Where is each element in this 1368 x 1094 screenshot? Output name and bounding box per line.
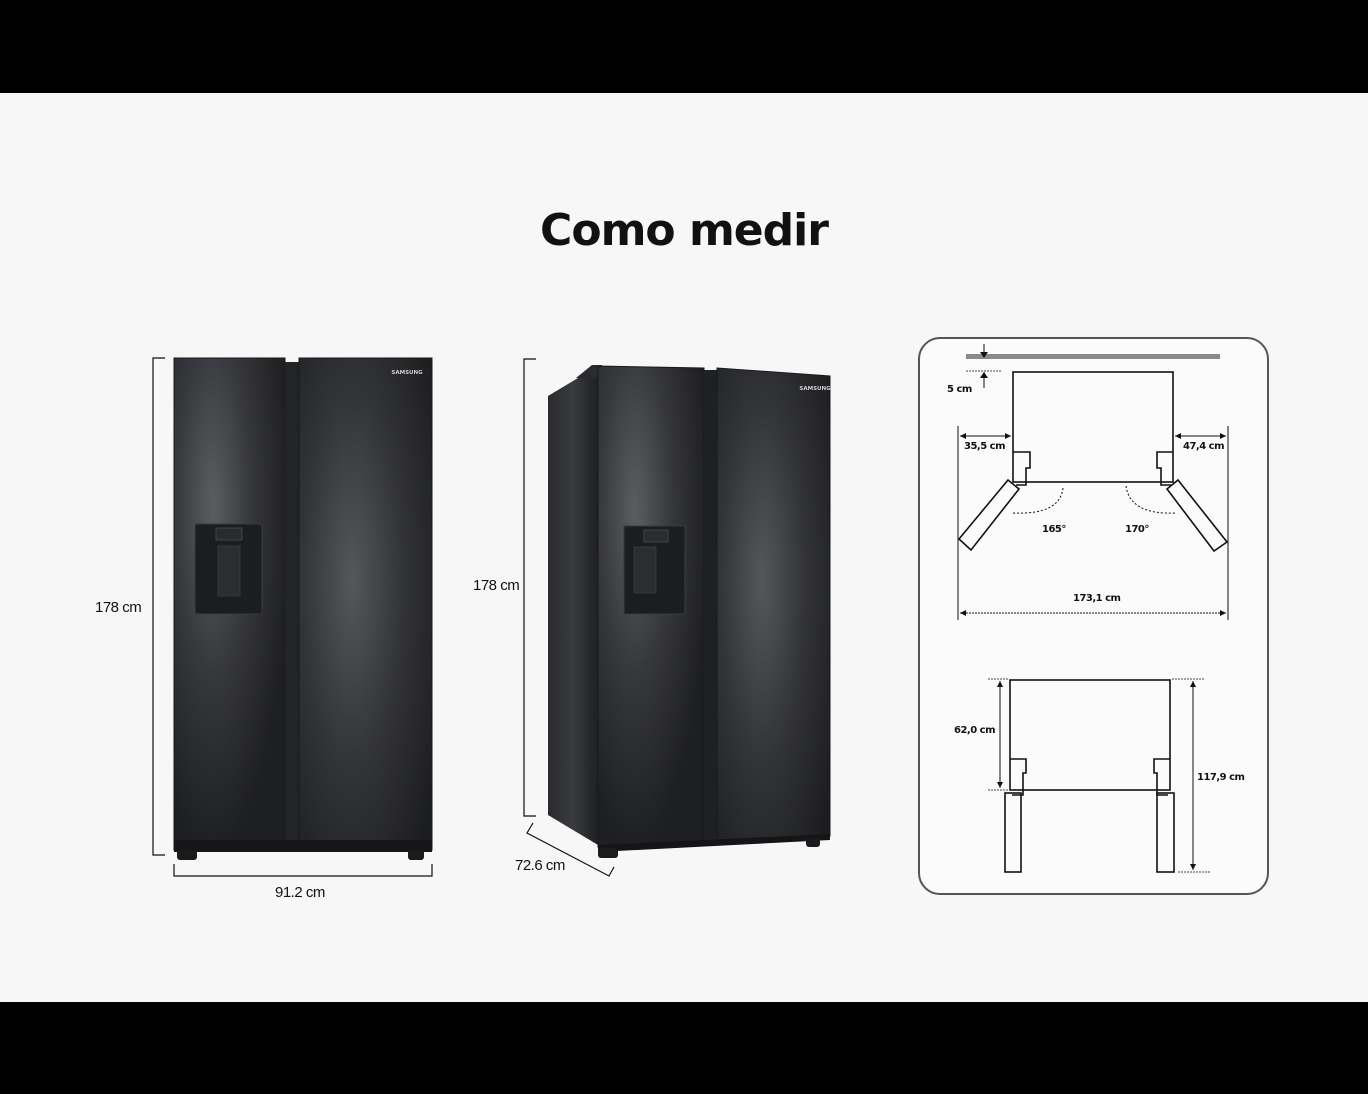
right-door-angle-label: 170° <box>1125 524 1149 535</box>
perspective-dimension-lines <box>523 358 615 877</box>
front-height-label: 178 cm <box>95 599 142 616</box>
letterbox-bottom <box>0 1002 1368 1094</box>
wall-clearance-label: 5 cm <box>947 384 972 395</box>
front-fridge <box>173 357 433 860</box>
measurement-diagram-panel <box>918 337 1269 895</box>
perspective-brand-logo: SAMSUNG <box>799 386 831 392</box>
perspective-height-label: 178 cm <box>473 577 520 594</box>
right-door-clearance-label: 47,4 cm <box>1183 441 1225 452</box>
total-depth-label: 117,9 cm <box>1197 772 1245 783</box>
left-door-clearance-label: 35,5 cm <box>964 441 1006 452</box>
letterbox-top <box>0 0 1368 93</box>
page-title: Como medir <box>540 205 829 256</box>
perspective-fridge <box>548 365 831 858</box>
left-door-angle-label: 165° <box>1042 524 1066 535</box>
total-open-width-label: 173,1 cm <box>1073 593 1121 604</box>
perspective-depth-label: 72.6 cm <box>515 857 565 874</box>
front-brand-logo: SAMSUNG <box>391 370 423 376</box>
front-width-label: 91.2 cm <box>275 884 325 901</box>
front-dimension-lines <box>152 357 433 877</box>
body-depth-label: 62,0 cm <box>954 725 996 736</box>
